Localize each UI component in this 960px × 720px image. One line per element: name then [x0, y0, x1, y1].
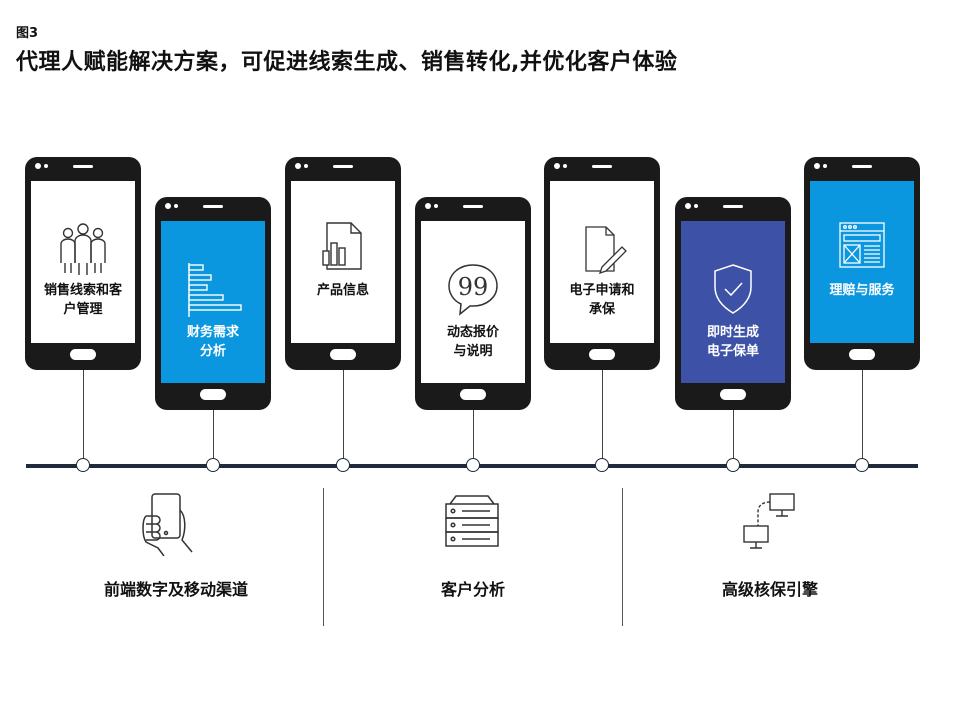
bottom-label: 客户分析 [440, 580, 505, 599]
phone-label: 销售线索和客 户管理 [43, 283, 122, 317]
phone-screen: 99 动态报价 与说明 [421, 221, 525, 383]
phone-e-policy: 即时生成 电子保单 [675, 197, 791, 410]
phone-label: 电子申请和 承保 [569, 283, 635, 317]
phone-label: 理赔与服务 [829, 283, 895, 298]
phone-dynamic-quote: 99 动态报价 与说明 [415, 197, 531, 410]
connector-line [83, 370, 84, 460]
phone-product-info: 产品信息 [285, 157, 401, 370]
quote-bubble-icon: 99 [448, 264, 498, 316]
phone-screen: 理赔与服务 [810, 181, 914, 343]
connector-line [473, 410, 474, 460]
timeline-node [466, 458, 480, 472]
timeline-node [726, 458, 740, 472]
timeline-node [206, 458, 220, 472]
phone-financial-analysis: 财务需求 分析 [155, 197, 271, 410]
timeline-node [76, 458, 90, 472]
phone-screen: 产品信息 [291, 181, 395, 343]
connector-line [602, 370, 603, 460]
phone-e-application: 电子申请和 承保 [544, 157, 660, 370]
phone-label: 财务需求 分析 [186, 325, 239, 359]
timeline-node [595, 458, 609, 472]
connector-line [343, 370, 344, 460]
bottom-label: 前端数字及移动渠道 [103, 580, 248, 599]
phone-label: 即时生成 电子保单 [706, 325, 759, 359]
timeline-node [336, 458, 350, 472]
document-pen-icon [585, 226, 627, 275]
phone-screen: 销售线索和客 户管理 [31, 181, 135, 343]
connector-line [862, 370, 863, 460]
phone-claims-service: 理赔与服务 [804, 157, 920, 370]
phone-screen: 即时生成 电子保单 [681, 221, 785, 383]
timeline-node [855, 458, 869, 472]
page-title: 代理人赋能解决方案，可促进线索生成、销售转化,并优化客户体验 [16, 50, 678, 75]
section-divider [622, 488, 623, 626]
document-chart-icon [322, 222, 362, 270]
phone-screen: 电子申请和 承保 [550, 181, 654, 343]
phone-lead-management: 销售线索和客 户管理 [25, 157, 141, 370]
connector-line [733, 410, 734, 460]
connector-line [213, 410, 214, 460]
section-divider [323, 488, 324, 626]
bottom-label: 高级核保引擎 [721, 580, 818, 599]
phone-label: 产品信息 [316, 283, 369, 298]
webpage-layout-icon [839, 222, 885, 268]
figure-label: 图3 [16, 26, 39, 41]
phone-label: 动态报价 与说明 [446, 325, 499, 359]
shield-check-icon [714, 264, 752, 314]
network-computers-icon [743, 493, 795, 549]
hand-phone-icon [142, 493, 193, 556]
phone-screen: 财务需求 分析 [161, 221, 265, 383]
svg-text:99: 99 [458, 273, 489, 301]
server-icon [445, 495, 499, 547]
bar-chart-icon [188, 263, 242, 317]
people-group-icon [60, 223, 106, 275]
